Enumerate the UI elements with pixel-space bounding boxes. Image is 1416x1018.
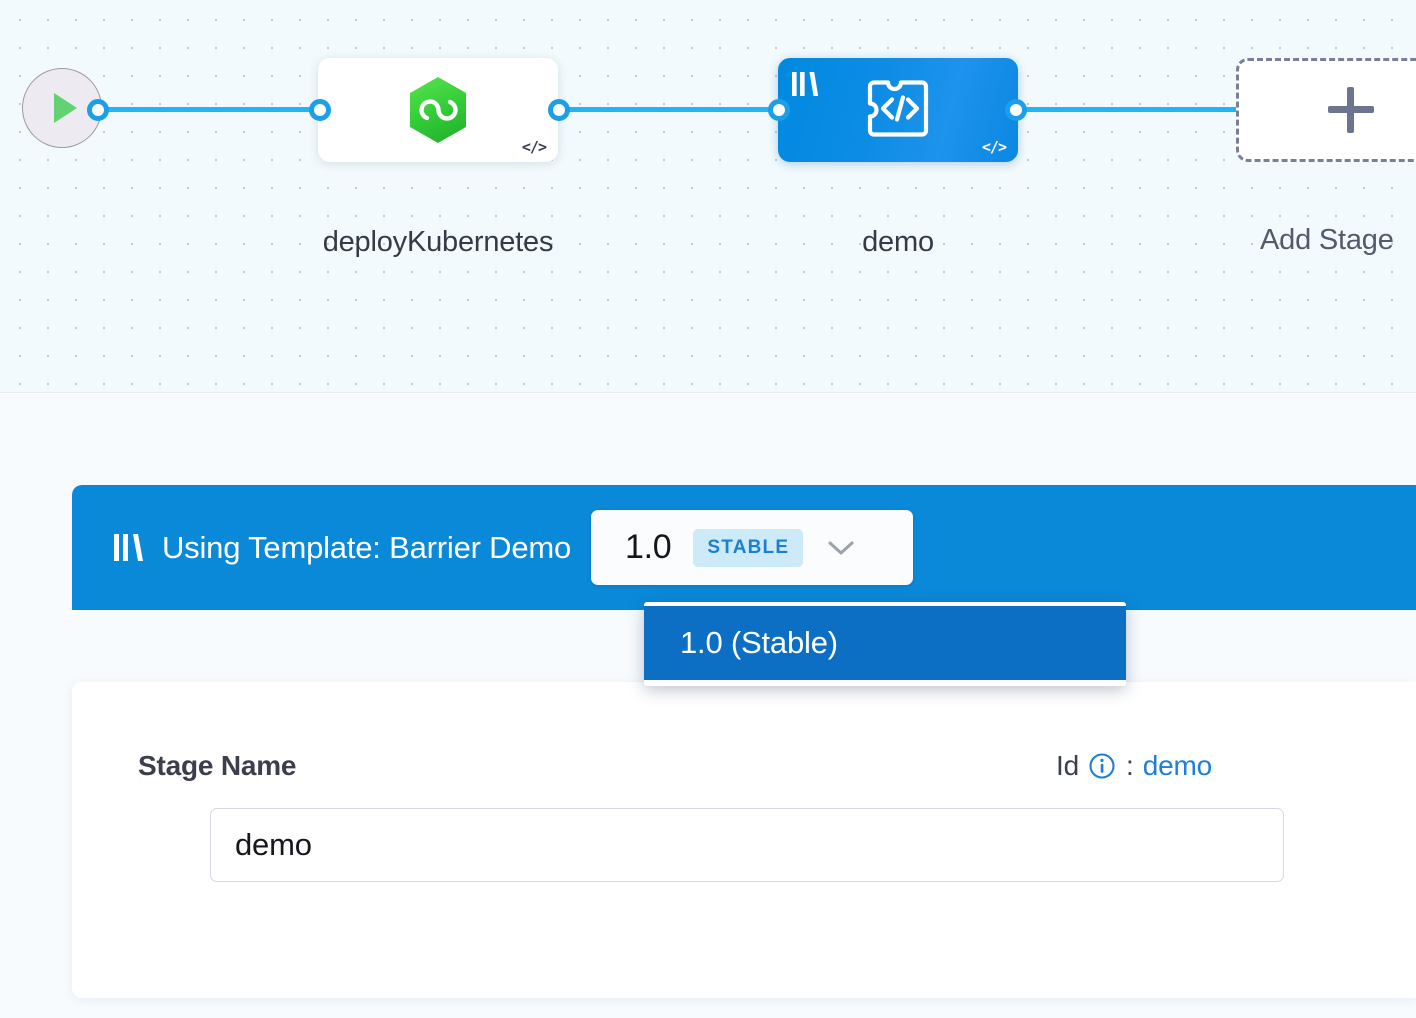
connector-dot-demo-in[interactable]	[768, 99, 790, 121]
info-icon[interactable]	[1088, 752, 1116, 780]
plus-icon	[1328, 87, 1374, 133]
stage-label-deploykubernetes: deployKubernetes	[322, 226, 554, 258]
stage-name-label: Stage Name	[138, 750, 297, 781]
stage-label-demo: demo	[862, 226, 934, 258]
stage-config-panel: Using Template: Barrier Demo 1.0 STABLE …	[0, 394, 1416, 1018]
stable-badge: STABLE	[693, 528, 804, 567]
edge-deploy-to-demo	[548, 107, 788, 112]
stage-overview-card: Stage Name Id : demo demo	[72, 682, 1416, 998]
stage-node-deploykubernetes[interactable]: </>	[318, 58, 558, 162]
template-bars-icon	[792, 70, 819, 103]
id-separator: :	[1125, 750, 1134, 781]
stage-id-display: Id : demo	[1056, 750, 1212, 782]
connector-dot-start-out[interactable]	[87, 99, 109, 121]
add-stage-button[interactable]	[1236, 58, 1416, 162]
template-version-menu[interactable]: 1.0 (Stable)	[644, 602, 1126, 686]
edge-demo-to-add	[1004, 107, 1254, 112]
stage-id-value[interactable]: demo	[1142, 750, 1212, 781]
id-label: Id	[1056, 750, 1079, 781]
connector-dot-deploy-out[interactable]	[548, 99, 570, 121]
connector-dot-deploy-in[interactable]	[309, 99, 331, 121]
stage-name-input[interactable]: demo	[210, 808, 1284, 882]
template-version-select[interactable]: 1.0 STABLE	[591, 510, 914, 585]
using-template-bar: Using Template: Barrier Demo 1.0 STABLE	[72, 485, 1416, 610]
harness-cd-hexagon-icon	[407, 76, 469, 144]
stage-node-demo[interactable]: </>	[778, 58, 1018, 162]
connector-dot-demo-out[interactable]	[1005, 99, 1027, 121]
stage-name-row: Stage Name Id : demo	[138, 750, 1212, 782]
version-option-1-0-stable[interactable]: 1.0 (Stable)	[644, 606, 1126, 680]
template-bars-icon	[114, 532, 144, 563]
custom-stage-puzzle-icon	[866, 77, 930, 144]
edge-start-to-deploy	[96, 107, 332, 112]
using-template-label: Using Template: Barrier Demo	[162, 529, 572, 565]
code-icon: </>	[521, 138, 547, 156]
pipeline-canvas[interactable]: </> </>	[0, 0, 1416, 393]
play-icon	[53, 93, 77, 123]
add-stage-label: Add Stage	[1260, 224, 1394, 256]
template-version-value: 1.0	[625, 528, 672, 566]
chevron-down-icon[interactable]	[827, 539, 855, 557]
code-icon: </>	[981, 138, 1007, 156]
